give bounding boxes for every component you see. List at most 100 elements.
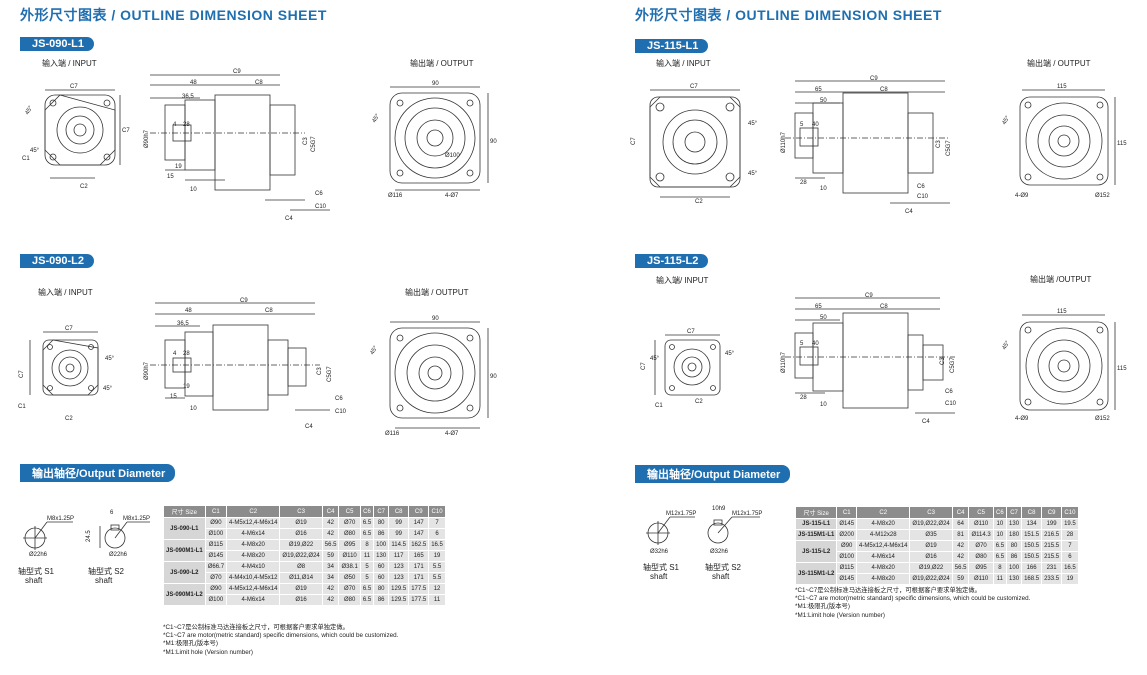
svg-text:45°: 45°: [105, 356, 115, 362]
right-shaft-title: 输出轴径/Output Diameter: [635, 465, 791, 483]
svg-text:C7: C7: [122, 128, 130, 134]
table-cell: Ø110: [968, 573, 994, 585]
table-cell: 4-M4x10: [226, 561, 281, 573]
table-cell: Ø8: [279, 561, 323, 573]
table-cell: Ø19: [279, 517, 323, 529]
svg-text:Ø116: Ø116: [385, 431, 400, 437]
svg-text:C7: C7: [641, 362, 647, 370]
table-cell: 5: [359, 572, 375, 584]
table-cell: 7: [1061, 540, 1079, 552]
svg-text:15: 15: [170, 394, 177, 400]
table-cell: 150.5: [1021, 540, 1043, 552]
table-cell: 10: [992, 518, 1008, 530]
svg-text:5: 5: [800, 341, 804, 347]
table-header-cell: C5: [338, 505, 361, 518]
table-cell: 129.5: [388, 594, 410, 606]
svg-text:C3: C3: [317, 367, 323, 375]
table-cell: 99: [388, 517, 410, 529]
table-cell: 10: [992, 529, 1008, 541]
table-header-cell: C9: [1041, 506, 1063, 519]
svg-text:C7: C7: [687, 329, 695, 335]
svg-text:115: 115: [1057, 84, 1067, 90]
svg-text:Ø32h6: Ø32h6: [650, 549, 669, 555]
table-cell: 6.5: [359, 517, 375, 529]
table-header-cell: C8: [388, 505, 410, 518]
table-cell: 6.5: [992, 540, 1008, 552]
table-cell: 5.5: [428, 561, 446, 573]
table-cell: 60: [373, 561, 390, 573]
table-cell: 86: [373, 594, 390, 606]
svg-text:36,5: 36,5: [182, 94, 194, 100]
table-cell: 4-M5x12,4-M6x14: [226, 583, 281, 595]
table-header-cell: C3: [909, 506, 953, 519]
svg-text:4-Ø9: 4-Ø9: [1015, 416, 1029, 422]
table-cell: 130: [373, 550, 390, 562]
svg-text:10: 10: [190, 406, 197, 412]
table-cell: 162.5: [408, 539, 430, 551]
svg-text:C10: C10: [945, 401, 957, 407]
table-cell: Ø19: [909, 540, 953, 552]
svg-text:90: 90: [432, 316, 439, 322]
table-cell: 171: [408, 572, 430, 584]
right-shaft-s2-en: shaft: [712, 572, 730, 581]
svg-text:45°: 45°: [30, 148, 40, 154]
right-note-3: *M1:极限孔(版本号): [795, 603, 850, 611]
table-cell: 147: [408, 528, 430, 540]
svg-text:48: 48: [185, 308, 192, 314]
table-cell: 168.5: [1021, 573, 1043, 585]
svg-text:C1: C1: [18, 404, 26, 410]
svg-text:C5G7: C5G7: [950, 357, 956, 373]
right-model2-tag: JS-115-L2: [635, 254, 709, 268]
table-cell: 80: [373, 583, 390, 595]
table-cell: Ø19,Ø22,Ø24: [909, 573, 953, 585]
svg-text:50: 50: [820, 315, 827, 321]
left-output-label-1: 输出端 / OUTPUT: [410, 59, 474, 68]
table-cell: 4-M6x14: [226, 594, 281, 606]
svg-text:C4: C4: [922, 419, 930, 425]
table-cell: 42: [321, 517, 340, 529]
svg-text:45°: 45°: [370, 345, 380, 356]
svg-text:C9: C9: [865, 293, 873, 299]
table-cell: 4-M8x20: [226, 539, 281, 551]
svg-text:90: 90: [490, 139, 497, 145]
table-cell: 19: [1061, 573, 1079, 585]
svg-text:C2: C2: [695, 399, 703, 405]
svg-text:45°: 45°: [725, 351, 735, 357]
table-cell: Ø145: [836, 518, 858, 530]
table-cell: Ø19,Ø22,Ø24: [279, 550, 323, 562]
table-cell: 177.5: [408, 583, 430, 595]
table-header-cell: 尺寸 Size: [163, 505, 206, 518]
svg-text:Ø22h6: Ø22h6: [29, 552, 48, 558]
left-model2-tag: JS-090-L2: [20, 254, 94, 268]
svg-text:19: 19: [183, 384, 190, 390]
svg-text:5: 5: [800, 122, 804, 128]
svg-text:24.5: 24.5: [86, 530, 92, 542]
left-note-4: *M1:Limit hole (Version number): [163, 648, 253, 656]
table-cell: 4-M5x12,4-M6x14: [856, 540, 911, 552]
table-cell: 99: [388, 528, 410, 540]
right-note-1: *C1~C7是公制标准马达连接板之尺寸，可根据客户要求单独定做。: [795, 587, 981, 594]
right-input-label-2: 输入端/ INPUT: [656, 276, 709, 285]
table-cell: Ø16: [909, 551, 953, 563]
table-cell: 11: [359, 550, 375, 562]
left-note-1: *C1~C7是公制标准马达连接板之尺寸，可根据客户要求单独定做。: [163, 624, 349, 631]
table-cell: 123: [388, 561, 410, 573]
svg-text:4-Ø7: 4-Ø7: [445, 193, 459, 199]
table-header-cell: C2: [856, 506, 911, 519]
table-model-cell: JS-115-L2: [794, 540, 838, 563]
svg-text:Ø152: Ø152: [1095, 193, 1110, 199]
right-notes: *C1~C7是公制标准马达连接板之尺寸，可根据客户要求单独定做。 *C1~C7 …: [795, 587, 1030, 620]
